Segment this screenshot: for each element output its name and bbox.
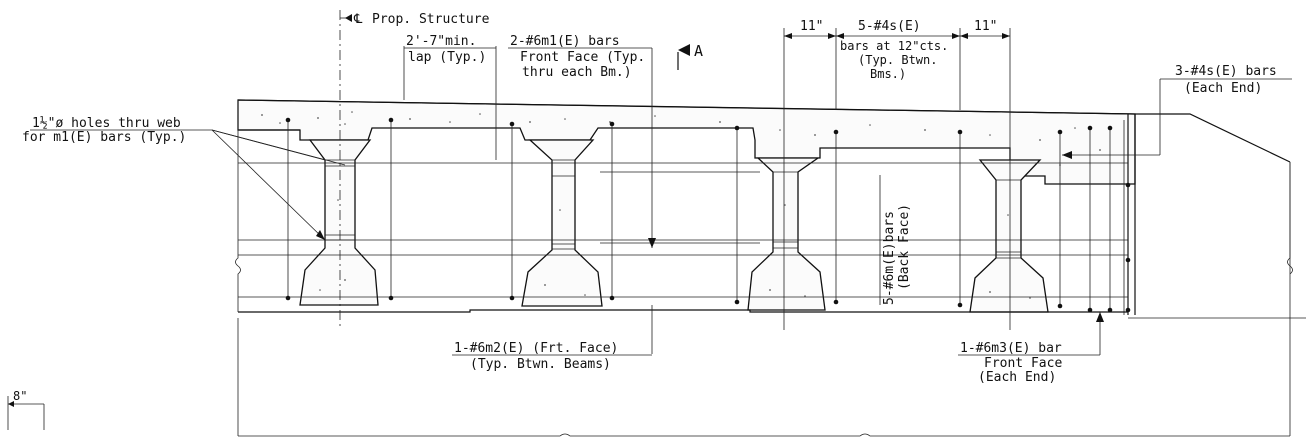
m2-text-2: (Typ. Btwn. Beams) (470, 357, 611, 372)
m2-text-1: 1-#6m2(E) (Frt. Face) (454, 341, 618, 356)
m1-note: 2-#6m1(E) bars Front Face (Typ. thru eac… (508, 34, 656, 248)
m3-text-2: Front Face (984, 356, 1062, 371)
m1-text-2: Front Face (Typ. (520, 50, 645, 65)
m3-text-3: (Each End) (978, 370, 1056, 385)
section-label: A (694, 42, 703, 60)
back-face-text-1: 5-#6m(E)bars (882, 211, 897, 305)
centerline: ℄ Prop. Structure (339, 10, 490, 330)
back-face-text-2: (Back Face) (897, 204, 912, 290)
beam-3 (747, 157, 826, 311)
holes-text-1: 1½"ø holes thru web (32, 116, 181, 131)
end-bars-text-1: 3-#4s(E) bars (1175, 64, 1277, 79)
s-bars-text-2: (Typ. Btwn. (858, 53, 937, 67)
beam-2 (521, 139, 603, 307)
dim-right: 11" (974, 19, 997, 34)
m3-text-1: 1-#6m3(E) bar (960, 341, 1062, 356)
bar-dots (285, 117, 1131, 313)
lap-text-1: 2'-7"min. (406, 34, 476, 49)
holes-note: 1½"ø holes thru web for m1(E) bars (Typ.… (22, 116, 346, 241)
m1-text-1: 2-#6m1(E) bars (510, 34, 620, 49)
approach-slab (1127, 113, 1291, 436)
scale-text: 8" (13, 389, 27, 403)
beam-4 (969, 159, 1049, 313)
centerline-symbol: ℄ (353, 12, 363, 27)
bottom-lines (237, 309, 1306, 437)
lap-note: 2'-7"min. lap (Typ.) (403, 34, 497, 160)
dim-left: 11" (800, 19, 823, 34)
dim-mid: 5-#4s(E) (858, 19, 921, 34)
section-marker: A (677, 42, 703, 70)
lap-text-2: lap (Typ.) (408, 50, 486, 65)
break-symbols (235, 100, 1293, 312)
s-bars-text-3: Bms.) (870, 67, 906, 81)
end-bars-text-2: (Each End) (1184, 81, 1262, 96)
m3-note: 1-#6m3(E) bar Front Face (Each End) (958, 312, 1104, 385)
s-bars-text-1: bars at 12"cts. (840, 39, 948, 53)
m2-note: 1-#6m2(E) (Frt. Face) (Typ. Btwn. Beams) (452, 305, 653, 372)
scale-bar: 8" (7, 389, 45, 430)
beam-1 (299, 139, 379, 306)
end-bars-note: 3-#4s(E) bars (Each End) (1062, 64, 1292, 159)
longitudinal-bars (238, 162, 1128, 298)
back-face-note: 5-#6m(E)bars (Back Face) (879, 175, 912, 305)
holes-text-2: for m1(E) bars (Typ.) (22, 130, 186, 145)
centerline-label: Prop. Structure (372, 12, 490, 27)
top-dimensions: 11" 5-#4s(E) 11" bars at 12"cts. (Typ. B… (783, 19, 1011, 330)
m1-text-3: thru each Bm.) (522, 65, 632, 80)
